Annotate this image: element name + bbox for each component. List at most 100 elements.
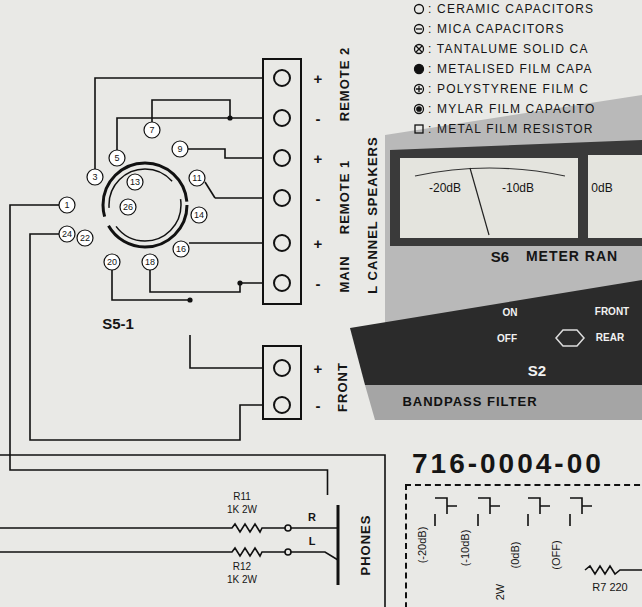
switch-label: (0dB): [510, 542, 521, 569]
terminal-block: FRONT: [262, 345, 302, 420]
polarity-sign: +: [314, 361, 323, 376]
wire: [189, 242, 262, 244]
pin-circle: [189, 170, 205, 186]
tantalum-symbol: [415, 45, 424, 54]
resistor-legend-symbol: [415, 125, 423, 133]
tantalum-symbol: [416, 46, 422, 52]
polystyrene-symbol: [415, 85, 424, 94]
meter-photo: [350, 95, 642, 420]
panel-text: REAR: [596, 333, 624, 343]
legend-text: : METALISED FILM CAPA: [428, 63, 593, 75]
legend-text: : TANTALUME SOLID CA: [428, 43, 589, 55]
component-label: R11: [233, 492, 251, 502]
meter-face: [588, 155, 642, 238]
mylar-symbol: [415, 105, 424, 114]
component-label: L: [309, 536, 316, 547]
mica-symbol: [416, 28, 422, 29]
switch-ring: [103, 163, 187, 247]
terminals: [274, 70, 290, 413]
component-label: R: [308, 512, 316, 523]
pin-circle: [59, 226, 75, 242]
pin-number: 26: [123, 203, 133, 212]
pin-circle: [127, 174, 143, 190]
polystyrene-symbol: [416, 86, 422, 92]
pin-number: 14: [194, 211, 204, 220]
rotary-switch-drawing: [103, 163, 187, 247]
wire: [152, 100, 230, 122]
polarity-sign: +: [314, 236, 323, 251]
switch-label: (-20dB): [417, 527, 428, 564]
pin-circle: [191, 207, 207, 223]
metalised-symbol: [415, 65, 424, 74]
polarity-sign: +: [314, 71, 323, 86]
switch-label: (-10dB): [460, 530, 471, 567]
pin-number: 11: [192, 174, 201, 183]
pin-number: 24: [62, 230, 72, 239]
switch-symbol: [528, 498, 550, 526]
resistor-symbol: [0, 548, 285, 556]
terminal: [274, 235, 290, 251]
legend-text: : MICA CAPACITORS: [428, 23, 565, 35]
panel-text: -20dB: [429, 182, 461, 194]
wire: [95, 78, 262, 169]
pin-number: 1: [64, 201, 69, 210]
wire: [117, 118, 262, 150]
pin-circle: [109, 150, 125, 166]
pin-circle: [87, 169, 103, 185]
polarity-sign: -: [316, 111, 321, 126]
pin-number: 20: [107, 258, 117, 267]
pin-circle: [104, 254, 120, 270]
switch-label: (OFF): [551, 540, 562, 569]
pin-circle: [142, 254, 158, 270]
resistor-symbol: [0, 524, 285, 532]
pin-number: 18: [145, 258, 155, 267]
terminal: [274, 275, 290, 291]
meter-scale: [415, 168, 565, 176]
speaker-label: REMOTE 1: [338, 160, 351, 234]
meter-needle: [470, 168, 489, 235]
pin-circle: [59, 197, 75, 213]
terminal: [274, 397, 290, 413]
panel-text: FRONT: [595, 307, 629, 317]
legend-text: : MYLAR FILM CAPACITO: [428, 103, 595, 115]
legend-text: : CERAMIC CAPACITORS: [428, 3, 594, 15]
legend-symbols: [415, 5, 424, 134]
jack-sleeve: [337, 505, 340, 585]
component-label: 1K 2W: [227, 505, 257, 515]
meter-face: [400, 158, 578, 238]
jack-contact: [285, 549, 291, 555]
wire-connector: [215, 197, 262, 199]
pin-number: 22: [80, 234, 90, 243]
terminal-block: MAINREMOTE 1REMOTE 2: [262, 58, 302, 305]
component-label: 1K 2W: [227, 575, 257, 585]
jack-spring: [291, 528, 338, 560]
junction-dot: [227, 115, 232, 120]
panel-edge: [365, 385, 642, 420]
polarity-sign: +: [314, 151, 323, 166]
wire: [50, 204, 59, 206]
component-label: R12: [233, 562, 251, 572]
mylar-symbol: [417, 107, 421, 111]
phone-jack: PHONES: [270, 495, 385, 595]
pin-number: 3: [92, 173, 97, 182]
polarity-sign: -: [316, 398, 321, 413]
terminal: [274, 360, 290, 376]
speaker-label: MAIN: [338, 255, 351, 292]
wire: [150, 270, 262, 292]
panel-text: S6: [491, 249, 509, 264]
mica-symbol: [415, 25, 424, 34]
panel-text: METER RAN: [526, 249, 618, 263]
pin-number: 16: [176, 245, 186, 254]
terminal: [274, 110, 290, 126]
push-button: [556, 330, 584, 346]
pin-circle: [120, 199, 136, 215]
wire: [30, 234, 262, 440]
pin-number: 5: [114, 154, 119, 163]
wire: [112, 270, 190, 300]
panel-text: -10dB: [502, 182, 534, 194]
junction-dot: [237, 280, 242, 285]
wire: [205, 182, 215, 198]
pin-circle: [172, 141, 188, 157]
switch-symbol: [570, 498, 592, 526]
panel-text: S2: [528, 363, 546, 378]
